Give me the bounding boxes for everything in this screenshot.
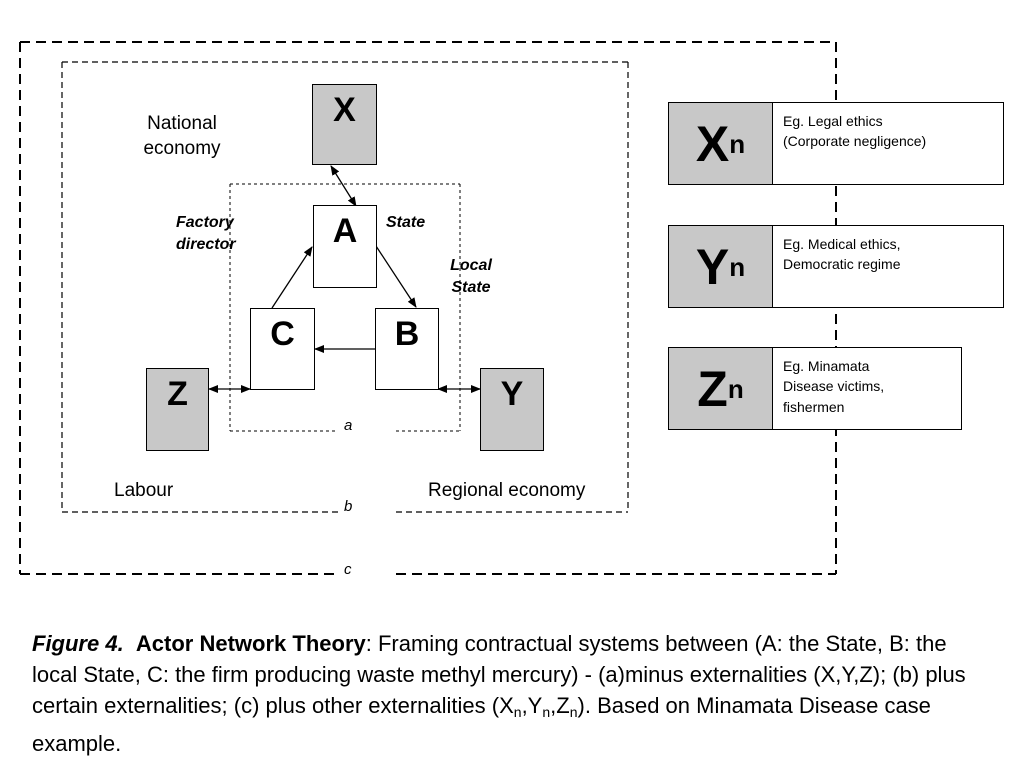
frame-c-letter: c [344,561,352,578]
externality-yn-desc: Eg. Medical ethics, Democratic regime [783,236,901,273]
arrow-a-b [375,245,417,308]
caption-sep: ,Z [550,693,570,718]
caption-sep: ,Y [521,693,543,718]
label-labour: Labour [114,480,174,501]
label-regional-economy: Regional economy [428,480,586,501]
caption-figure-number: Figure 4. [32,631,124,656]
externality-zn-desc: Eg. Minamata Disease victims, fishermen [783,358,885,415]
node-z: Z [146,368,209,451]
node-x: X [312,84,377,165]
label-factory-director: Factory director [176,214,236,254]
node-c: C [250,308,315,390]
caption-text: : Framing contractual systems between (A… [32,631,966,718]
label-national-economy: National economy [143,113,221,159]
node-y: Y [480,368,544,451]
externality-xn-desc: Eg. Legal ethics (Corporate negligence) [783,113,927,150]
frame-b [61,61,629,513]
caption-text-end: ). Based on Minamata Disease case exampl… [32,693,931,756]
node-a-label: A [332,212,358,250]
caption-title: Actor Network Theory [135,631,366,656]
node-a: A [313,205,377,288]
caption-sub: n [542,704,551,720]
caption-sub: n [569,704,578,720]
node-y-label: Y [500,375,524,413]
label-local-state: Local State [450,257,492,297]
node-b-label: B [394,315,420,353]
node-x-label: X [333,91,356,129]
node-z-label: Z [167,375,188,413]
node-c-label: C [270,315,295,353]
caption-sub: n [513,704,522,720]
arrow-c-a [271,246,313,309]
arrow-x-a [330,165,357,207]
figure-caption: Figure 4. Actor Network Theory: Framing … [32,628,992,759]
label-state: State [386,214,426,231]
node-b: B [375,308,439,390]
frame-a-letter: a [344,417,353,434]
frame-b-letter: b [344,498,353,515]
